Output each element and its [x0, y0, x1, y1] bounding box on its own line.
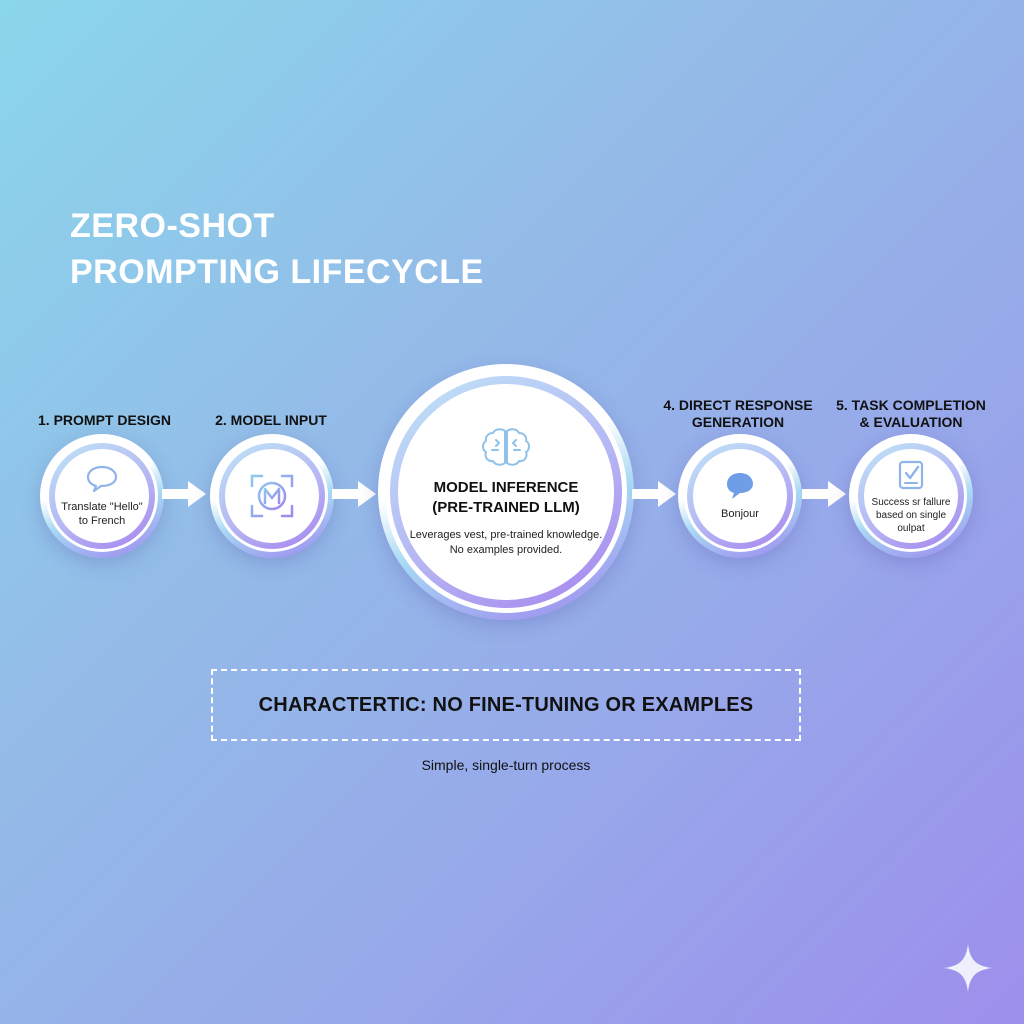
step-3-text-line-1: Leverages vest, pre-trained knowledge. — [409, 529, 603, 541]
step-5-label-line-2: & EVALUATION — [859, 414, 963, 430]
title-line-1: ZERO-SHOT — [70, 207, 275, 245]
step-4-label-line-1: 4. DIRECT RESPONSE — [663, 397, 813, 413]
step-5-text-line-1: Success sr fallure — [871, 496, 951, 508]
step-4-text: Bonjour — [721, 508, 759, 520]
characteristic-box: CHARACTERTIC: NO FINE-TUNING OR EXAMPLES — [211, 669, 801, 741]
arrow-4-to-5 — [802, 481, 846, 507]
step-3-title-line-2: (PRE-TRAINED LLM) — [432, 499, 580, 516]
step-5-label: 5. TASK COMPLETION & EVALUATION — [833, 397, 989, 431]
step-4-label-line-2: GENERATION — [691, 414, 785, 430]
checklist-icon — [898, 460, 924, 489]
step-3-text-line-2: No examples provided. — [449, 544, 563, 556]
arrow-1-to-2 — [162, 481, 206, 507]
brain-icon — [482, 428, 530, 466]
step-1-label-line: 1. PROMPT DESIGN — [38, 412, 172, 428]
model-m-icon — [250, 474, 294, 518]
speech-bubble-icon — [86, 465, 118, 493]
step-5-label-line-1: 5. TASK COMPLETION — [836, 397, 986, 413]
step-5-text-line-2: based on single oulpat — [875, 509, 947, 534]
diagram-title: ZERO-SHOT PROMPTING LIFECYCLE — [70, 203, 484, 295]
characteristic-subtext: Simple, single-turn process — [421, 757, 591, 773]
characteristic-label: CHARACTERTIC: NO FINE-TUNING OR EXAMPLES — [258, 693, 754, 716]
arrow-3-to-4 — [632, 481, 676, 507]
step-1-text-line-1: Translate "Hello" — [61, 501, 143, 513]
step-4-label: 4. DIRECT RESPONSE GENERATION — [660, 397, 816, 431]
sparkle-icon — [944, 944, 992, 992]
step-2-label-line: 2. MODEL INPUT — [215, 412, 327, 428]
chat-bubble-icon — [727, 473, 753, 499]
step-1-text-line-2: to French — [78, 515, 126, 527]
arrow-2-to-3 — [332, 481, 376, 507]
step-3-title-line-1: MODEL INFERENCE — [433, 479, 579, 496]
step-2-label: 2. MODEL INPUT — [212, 412, 330, 429]
title-line-2: PROMPTING LIFECYCLE — [70, 253, 484, 291]
step-1-label: 1. PROMPT DESIGN — [38, 412, 172, 429]
